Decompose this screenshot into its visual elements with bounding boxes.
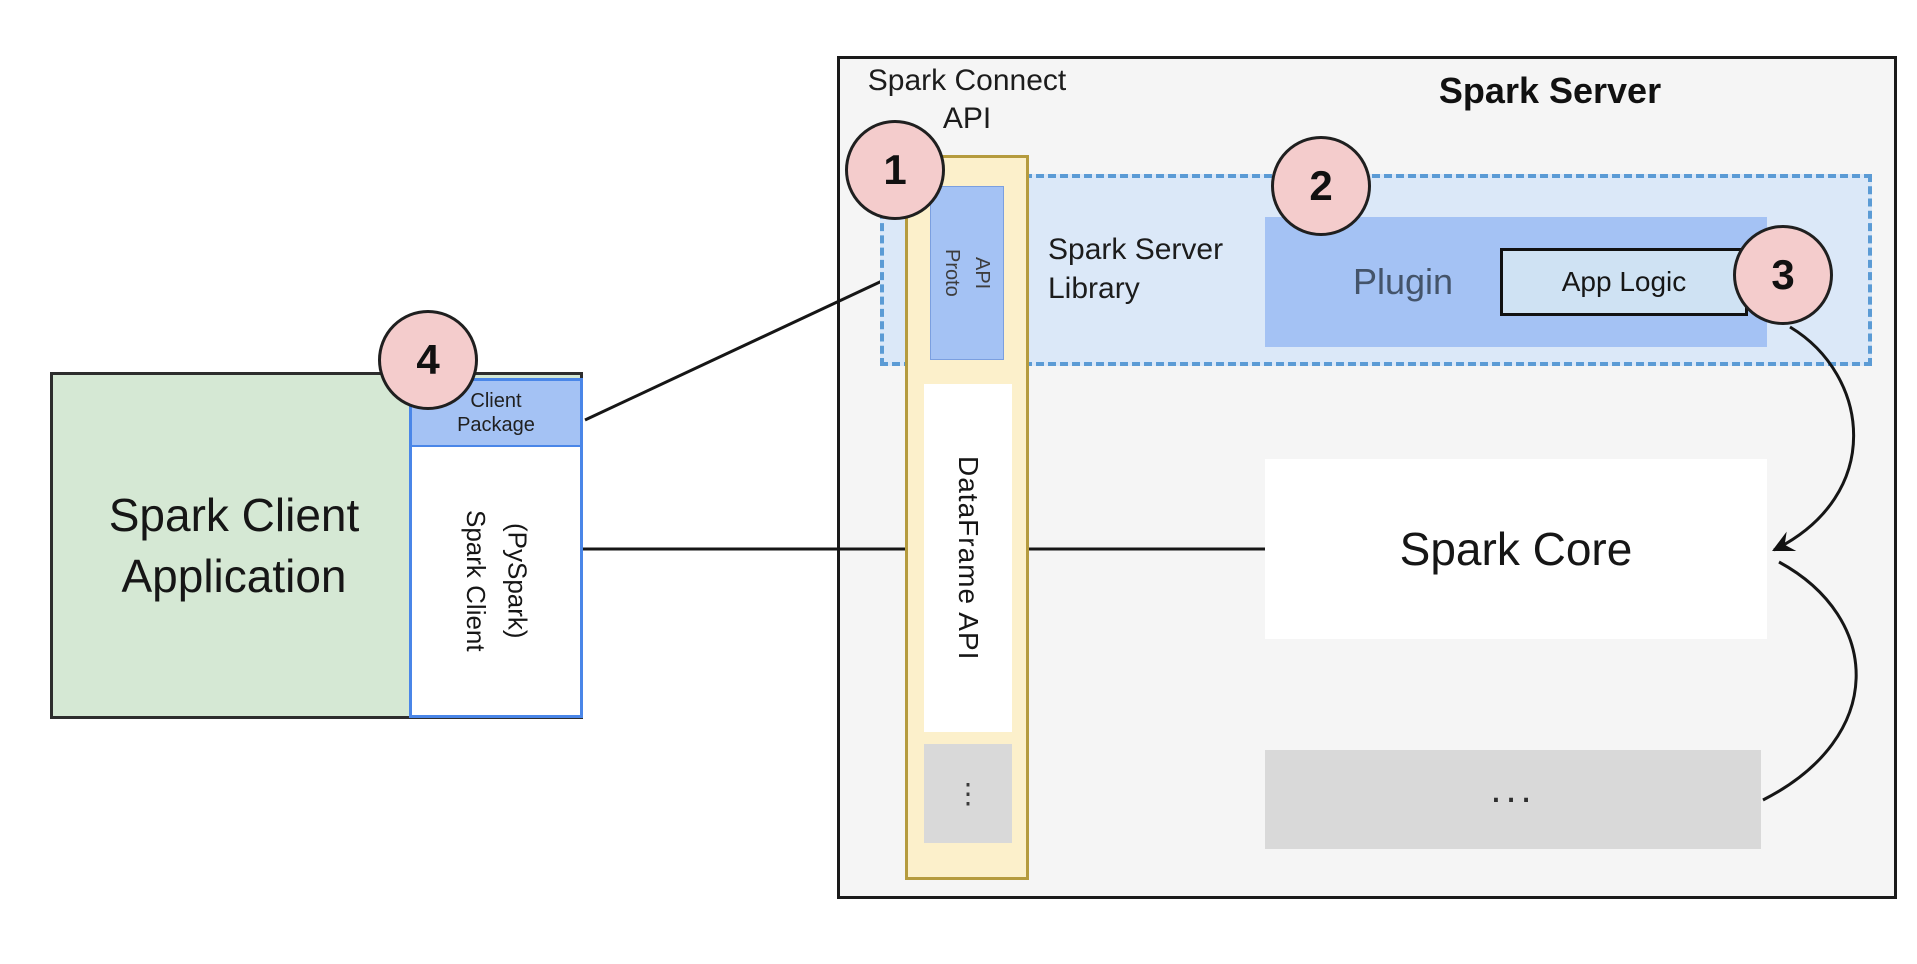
library-line2: Library	[1048, 272, 1140, 305]
spark-client-pyspark-box: Spark Client (PySpark)	[412, 447, 580, 715]
spark-client-application-label: Spark Client Application	[53, 375, 415, 716]
spark-client-line2: (PySpark)	[502, 523, 533, 639]
connect-api-line1: Spark Connect	[867, 64, 1067, 97]
step-badge-1: 1	[845, 120, 945, 220]
connect-api-line2: API	[942, 101, 992, 135]
spark-server-library-label: Spark Server Library	[1048, 230, 1288, 308]
spark-client-pyspark-label: Spark Client (PySpark)	[454, 510, 537, 652]
spark-server-title: Spark Server	[1438, 70, 1662, 111]
client-app-line2: Application	[121, 549, 347, 602]
client-package-box: Client Package Spark Client (PySpark)	[409, 378, 583, 718]
app-logic-label: App Logic	[1561, 266, 1687, 297]
spark-ellipsis-label: ...	[1490, 767, 1536, 811]
client-package-line2: Package	[457, 414, 535, 436]
proto-api-box: Proto API	[930, 186, 1004, 360]
spark-ellipsis-box: ...	[1265, 750, 1761, 849]
column-ellipsis-label: ⋮	[954, 778, 982, 809]
spark-connect-api-label: Spark Connect API	[852, 62, 1082, 137]
spark-core-box: Spark Core	[1265, 459, 1767, 639]
spark-client-line1: Spark Client	[461, 510, 491, 652]
dataframe-api-label: DataFrame API	[953, 455, 984, 661]
app-logic-box: App Logic	[1500, 248, 1748, 316]
client-app-line1: Spark Client	[108, 488, 360, 541]
plugin-label: Plugin	[1353, 261, 1454, 302]
client-package-line1: Client	[470, 390, 522, 412]
spark-core-label: Spark Core	[1399, 523, 1633, 575]
column-ellipsis-box: ⋮	[924, 744, 1012, 843]
step-badge-4: 4	[378, 310, 478, 410]
proto-api-label: Proto API	[937, 249, 997, 297]
library-line1: Spark Server	[1048, 233, 1224, 266]
dataframe-api-box: DataFrame API	[924, 384, 1012, 732]
step-badge-3: 3	[1733, 225, 1833, 325]
step-badge-2: 2	[1271, 136, 1371, 236]
proto-api-line1: Proto	[941, 249, 963, 297]
proto-api-line2: API	[971, 256, 993, 290]
